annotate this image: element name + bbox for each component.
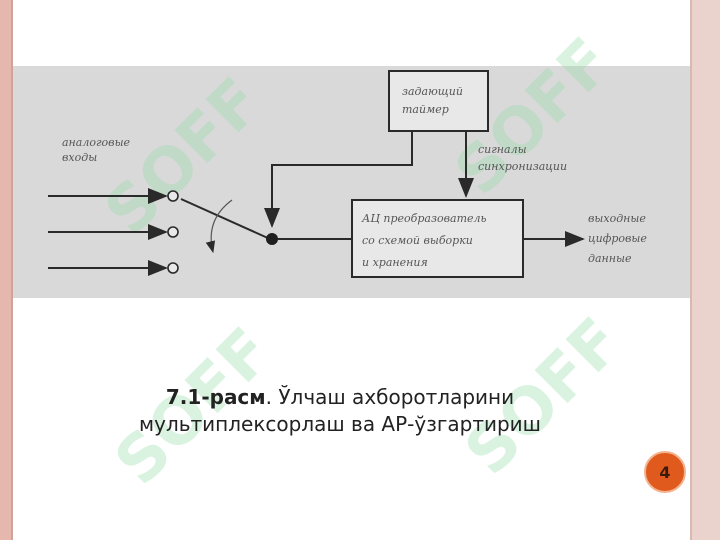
adc-label-line1: АЦ преобразователь xyxy=(361,212,487,225)
timer-to-switch-arrow xyxy=(264,131,413,228)
rotation-arrow xyxy=(205,199,233,254)
input-contact-2 xyxy=(167,226,179,238)
input-contact-3 xyxy=(167,262,179,274)
sync-label-line2: синхронизации xyxy=(478,160,567,173)
figure-caption: 7.1-расм. Ўлчаш ахборотларини мультиплек… xyxy=(60,384,620,438)
timer-label-line2: таймер xyxy=(402,103,449,116)
timer-label-line1: задающий xyxy=(402,85,463,98)
caption-figure-number: 7.1-расм xyxy=(165,385,266,409)
adc-label-line3: и хранения xyxy=(362,256,428,269)
outputs-label-line2: цифровые xyxy=(588,232,647,245)
caption-line1: . Ўлчаш ахборотларини xyxy=(265,385,515,409)
left-rail-line xyxy=(11,0,13,540)
outputs-label-line3: данные xyxy=(588,252,632,265)
analog-inputs-label-line1: аналоговые xyxy=(62,136,131,149)
page-number-badge: 4 xyxy=(644,451,686,493)
right-rail xyxy=(692,0,720,540)
adc-label-line2: со схемой выборки xyxy=(362,234,473,247)
right-rail-line xyxy=(690,0,692,540)
switch-arm xyxy=(180,198,271,240)
outputs-label-line1: выходные xyxy=(588,212,646,225)
analog-inputs-label-line2: входы xyxy=(62,151,97,164)
timer-box xyxy=(388,70,489,132)
caption-line2: мультиплексорлаш ва АР-ўзгартириш xyxy=(139,412,541,436)
switch-pivot xyxy=(266,233,278,245)
input-contact-1 xyxy=(167,190,179,202)
left-rail xyxy=(0,0,11,540)
sync-label-line1: сигналы xyxy=(478,143,527,156)
